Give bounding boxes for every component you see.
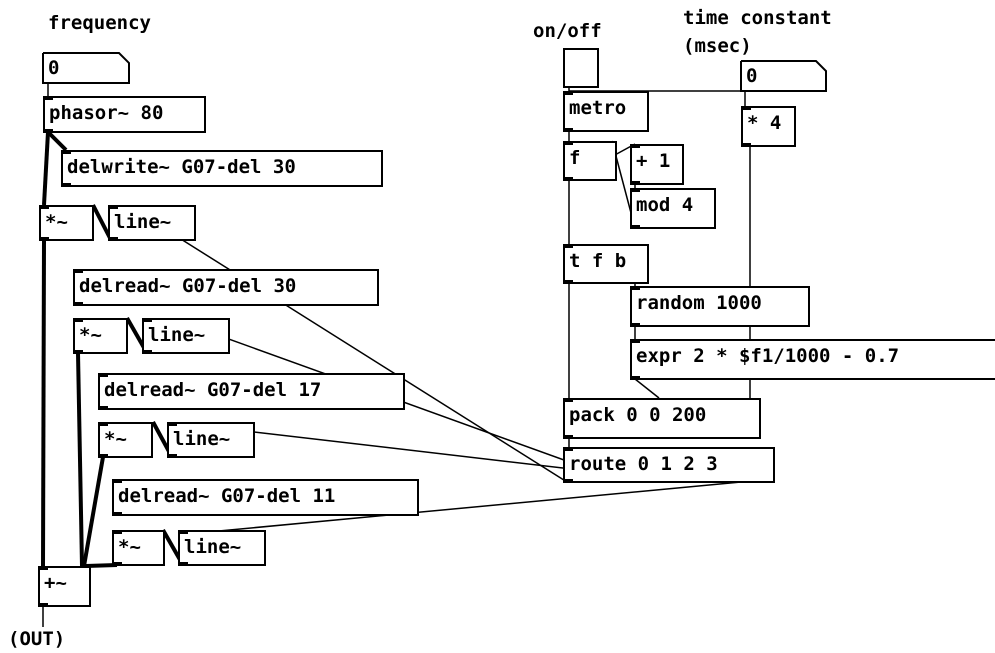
cord-mul0-add (41, 239, 46, 567)
frequency-number-value: 0 (48, 57, 60, 79)
cord-route0-line0 (129, 206, 568, 483)
delread-11-object[interactable]: delread~ G07-del 11 (112, 479, 419, 516)
mod-object[interactable]: mod 4 (630, 188, 716, 229)
cord-expr-pack (634, 378, 660, 399)
random-object[interactable]: random 1000 (630, 286, 810, 327)
frequency-comment: frequency (48, 12, 151, 34)
frequency-number-box[interactable]: 0 (42, 52, 130, 84)
cord-phasor-mul0 (42, 131, 50, 206)
expr-object[interactable]: expr 2 * $f1/1000 - 0.7 (630, 339, 995, 380)
times-four-object[interactable]: * 4 (741, 106, 796, 147)
delwrite-object[interactable]: delwrite~ G07-del 30 (61, 150, 383, 187)
cord-mul1-add (76, 352, 84, 567)
line-object-1[interactable]: line~ (142, 318, 230, 354)
msec-comment: (msec) (683, 35, 752, 57)
line-object-0[interactable]: line~ (108, 205, 196, 241)
out-comment: (OUT) (8, 628, 66, 650)
time-constant-number-value: 0 (746, 65, 758, 87)
time-constant-number-box[interactable]: 0 (740, 60, 827, 92)
route-object[interactable]: route 0 1 2 3 (563, 447, 775, 483)
multiply-object-2[interactable]: *~ (98, 422, 153, 458)
time-constant-comment: time constant (683, 7, 832, 29)
delread-17-object[interactable]: delread~ G07-del 17 (98, 373, 405, 410)
trigger-object[interactable]: t f b (563, 244, 649, 284)
number-box-outline (42, 52, 130, 84)
plus-one-object[interactable]: + 1 (630, 144, 684, 185)
line-object-3[interactable]: line~ (178, 530, 266, 566)
cord-mul2-add (82, 456, 105, 567)
float-object[interactable]: f (563, 141, 617, 181)
add-output-object[interactable]: +~ (38, 566, 91, 607)
on-off-comment: on/off (533, 20, 602, 42)
phasor-object[interactable]: phasor~ 80 (43, 96, 206, 133)
number-box-outline (740, 60, 827, 92)
delread-30-object[interactable]: delread~ G07-del 30 (73, 269, 379, 306)
cord-phasor-delwrite (46, 130, 68, 152)
multiply-object-1[interactable]: *~ (73, 318, 128, 354)
cord-route3-line3 (207, 481, 742, 533)
pack-object[interactable]: pack 0 0 200 (563, 398, 761, 439)
multiply-object-3[interactable]: *~ (112, 530, 165, 566)
line-object-2[interactable]: line~ (167, 422, 255, 458)
cord-mul3-add (85, 563, 118, 568)
on-off-toggle[interactable] (563, 48, 599, 88)
multiply-object-0[interactable]: *~ (39, 205, 94, 241)
metro-object[interactable]: metro (563, 91, 649, 132)
